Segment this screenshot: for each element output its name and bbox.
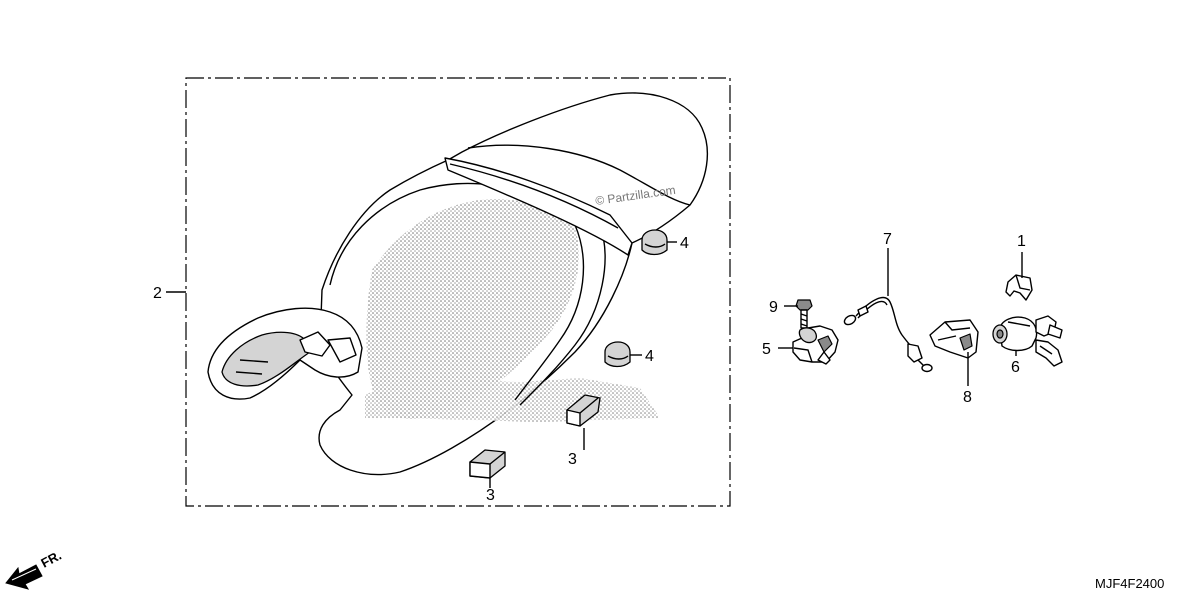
seat-lock[interactable] <box>792 325 839 365</box>
callout-7: 7 <box>883 231 892 248</box>
rubber-cushion-lower[interactable] <box>604 341 631 368</box>
assembly-box <box>185 77 731 507</box>
callout-1: 1 <box>1017 233 1026 250</box>
seat-assembly[interactable]: © Partzilla.com <box>207 92 708 476</box>
leader-lines <box>166 241 1023 488</box>
front-direction-indicator: FR. <box>5 548 64 590</box>
direction-label: FR. <box>38 548 64 571</box>
seat-stopper-upper[interactable] <box>566 394 601 427</box>
rubber-cushion-upper[interactable] <box>641 229 668 256</box>
callout-4-lower: 4 <box>645 348 654 365</box>
callout-8: 8 <box>963 389 972 406</box>
callout-2: 2 <box>153 285 162 302</box>
bracket[interactable] <box>929 319 979 359</box>
seat-surface-lower <box>365 378 660 422</box>
arrow-icon <box>5 564 43 590</box>
callout-4-upper: 4 <box>680 235 689 252</box>
callout-9: 9 <box>769 299 778 316</box>
callout-3-lower: 3 <box>486 487 495 504</box>
key-cylinder[interactable] <box>992 315 1063 367</box>
seat-stopper-lower[interactable] <box>469 449 506 479</box>
clip[interactable] <box>1005 274 1033 301</box>
seat-surface <box>366 199 579 419</box>
diagram-code: MJF4F2400 <box>1095 576 1164 591</box>
callout-5: 5 <box>762 341 771 358</box>
callout-3-upper: 3 <box>568 451 577 468</box>
seat-lock-cable[interactable] <box>843 297 933 373</box>
callout-6: 6 <box>1011 359 1020 376</box>
bolt[interactable] <box>795 299 813 329</box>
